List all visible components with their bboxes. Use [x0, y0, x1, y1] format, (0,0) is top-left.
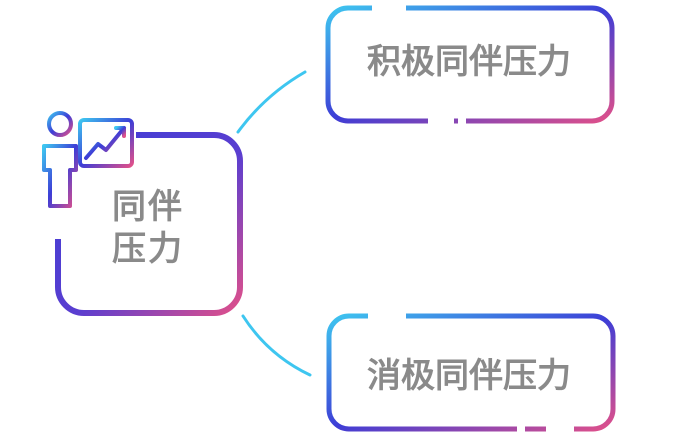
positive-peer-pressure-label: 积极同伴压力: [367, 42, 571, 82]
positive-pressure-box: [325, 4, 615, 125]
connector-to-negative: [241, 314, 312, 377]
center-node-line1: 同伴: [112, 187, 184, 227]
negative-pressure-box: [326, 312, 616, 433]
center-node-line2: 压力: [112, 229, 184, 269]
center-node-label: 同伴 压力: [96, 186, 200, 270]
connector-to-positive: [236, 70, 307, 134]
presenter-chart-icon: [42, 111, 134, 208]
negative-peer-pressure-label: 消极同伴压力: [367, 356, 571, 396]
